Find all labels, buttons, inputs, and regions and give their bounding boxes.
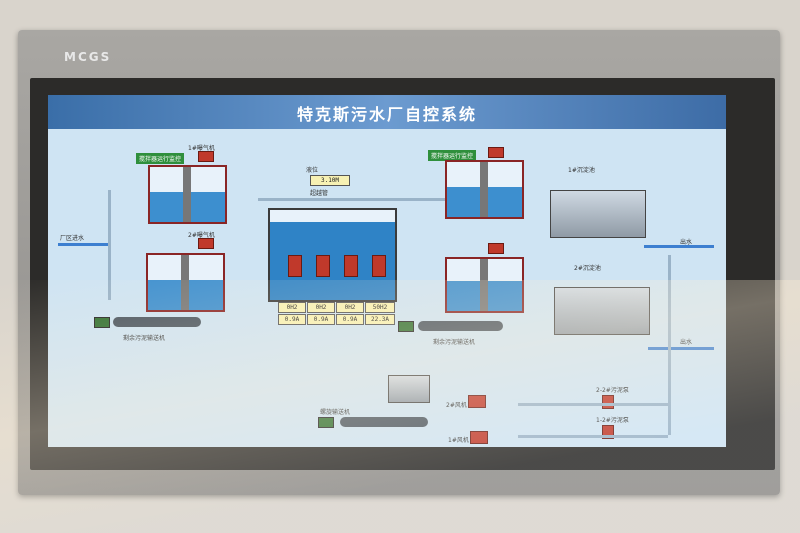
pump-4-current: 22.3A [365, 314, 395, 325]
blower-2[interactable] [468, 395, 486, 408]
pump-2-freq: 0H2 [307, 302, 335, 313]
hmi-screen: 特克斯污水厂自控系统 搅拌器运行监控 1#曝气机 2#曝气机 厂区进水 剩余污泥… [48, 95, 726, 447]
sludge-conveyor-left-label: 剩余污泥输送机 [123, 335, 166, 342]
outflow-2-label: 出水 [680, 339, 693, 346]
outflow-1-pipe [644, 245, 714, 248]
pump-2[interactable] [316, 255, 330, 277]
brand-logo: MCGS [64, 50, 112, 64]
pump-3[interactable] [344, 255, 358, 277]
aeration-1-label: 1#曝气机 [188, 145, 215, 152]
return-pipe-1 [518, 403, 668, 406]
sedimentation-tank-1 [550, 190, 646, 238]
sludge-conveyor-right-label: 剩余污泥输送机 [433, 339, 476, 346]
aeration-tank-4 [445, 257, 524, 313]
monitor-icon[interactable] [318, 417, 334, 428]
sludge-conveyor-left[interactable] [113, 317, 201, 327]
pump-3-freq: 0H2 [336, 302, 364, 313]
sludge-pump-2-2[interactable] [602, 395, 614, 409]
aeration-tank-3 [445, 160, 524, 219]
pump-4-freq: 50H2 [365, 302, 395, 313]
blower-1-label: 1#风机 [448, 437, 469, 444]
pump-1-freq: 0H2 [278, 302, 306, 313]
level-caption: 液位 [306, 167, 319, 174]
aeration-2-label: 2#曝气机 [188, 232, 215, 239]
pump-2-2-label: 2-2#污泥泵 [596, 387, 629, 394]
level-readout: 3.10M [310, 175, 350, 186]
sludge-conveyor-right[interactable] [418, 321, 503, 331]
monitor-icon[interactable] [94, 317, 110, 328]
aeration-tank-1 [148, 165, 227, 224]
pump-3-current: 0.9A [336, 314, 364, 325]
outflow-2-pipe [648, 347, 714, 350]
mixer-status-right[interactable]: 搅拌器运行监控 [428, 150, 477, 161]
left-riser [108, 190, 111, 300]
blower-1[interactable] [470, 431, 488, 444]
aerator-1-motor[interactable] [198, 151, 214, 162]
sedi-1-label: 1#沉淀池 [568, 167, 595, 174]
pump-2-current: 0.9A [307, 314, 335, 325]
aerator-2-motor[interactable] [198, 238, 214, 249]
inflow-label: 厂区进水 [60, 235, 85, 242]
bypass-pipe [258, 198, 468, 201]
conveyor-bottom-label: 螺旋输送机 [320, 409, 351, 416]
return-pipe-2 [518, 435, 668, 438]
return-riser [668, 255, 671, 435]
monitor-icon[interactable] [398, 321, 414, 332]
bypass-label: 超越管 [310, 190, 329, 197]
screw-conveyor[interactable] [340, 417, 428, 427]
dewatering-unit [388, 375, 430, 403]
title-bar: 特克斯污水厂自控系统 [48, 95, 726, 129]
mixer-status-left[interactable]: 搅拌器运行监控 [136, 153, 185, 164]
aerator-4-motor[interactable] [488, 243, 504, 254]
page-title: 特克斯污水厂自控系统 [296, 105, 477, 124]
sedi-2-label: 2#沉淀池 [574, 265, 601, 272]
aerator-3-motor[interactable] [488, 147, 504, 158]
pump-1[interactable] [288, 255, 302, 277]
blower-2-label: 2#风机 [446, 402, 467, 409]
inflow-pipe [58, 243, 108, 246]
outflow-1-label: 出水 [680, 239, 693, 246]
pump-1-2-label: 1-2#污泥泵 [596, 417, 629, 424]
pump-4[interactable] [372, 255, 386, 277]
aeration-tank-2 [146, 253, 225, 312]
sedimentation-tank-2 [554, 287, 650, 335]
pump-1-current: 0.9A [278, 314, 306, 325]
